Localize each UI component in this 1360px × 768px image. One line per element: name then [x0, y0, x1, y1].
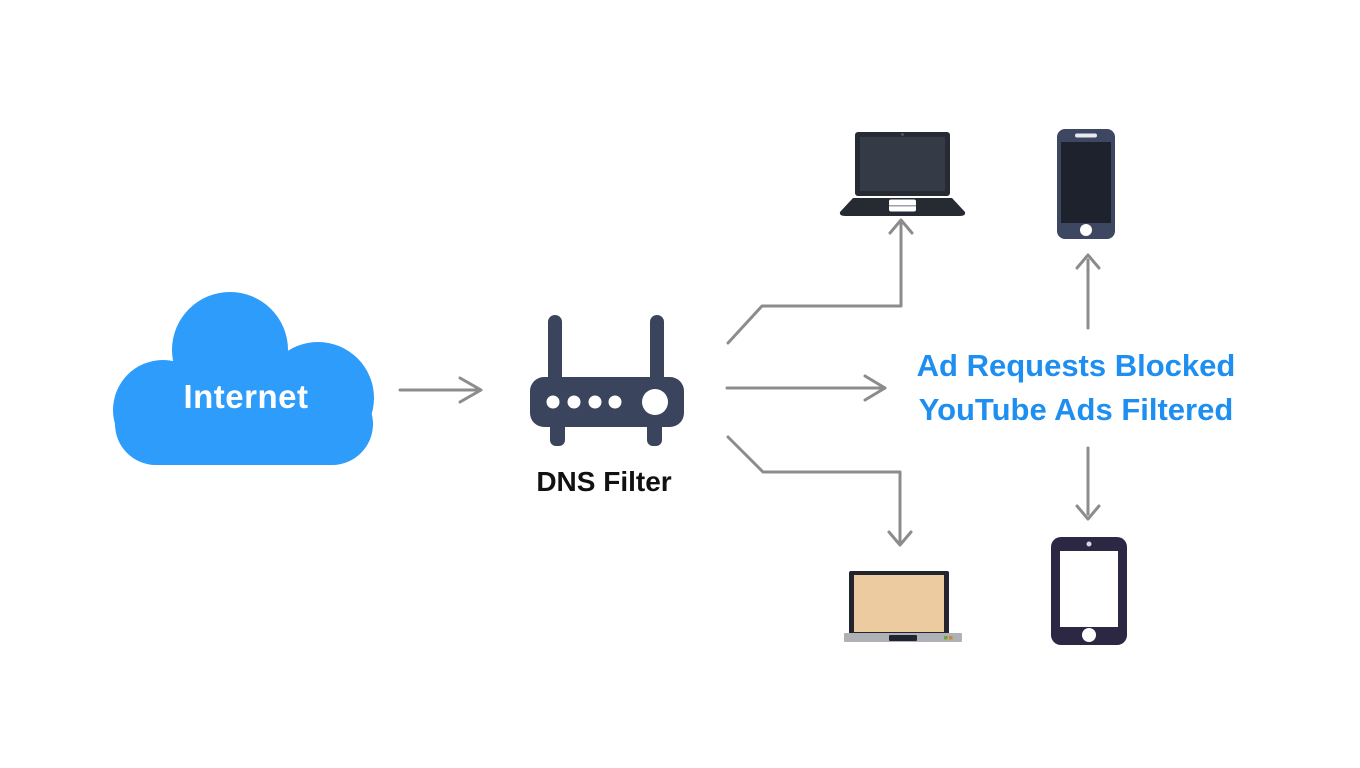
tv-icon	[844, 571, 962, 642]
smartphone-icon	[1057, 129, 1115, 239]
arrow-router-to-laptop	[726, 222, 903, 345]
dns-filter-label: DNS Filter	[536, 466, 672, 497]
laptop-icon	[839, 132, 966, 216]
router-icon	[530, 315, 684, 446]
result-text: Ad Requests Blocked YouTube Ads Filtered	[916, 344, 1236, 432]
cloud-icon	[113, 292, 374, 465]
internet-label: Internet	[183, 378, 309, 415]
tablet-icon	[1051, 537, 1127, 645]
result-text-line2: YouTube Ads Filtered	[918, 392, 1234, 427]
result-text-line1: Ad Requests Blocked	[916, 348, 1236, 383]
arrow-router-to-tv	[726, 435, 902, 543]
